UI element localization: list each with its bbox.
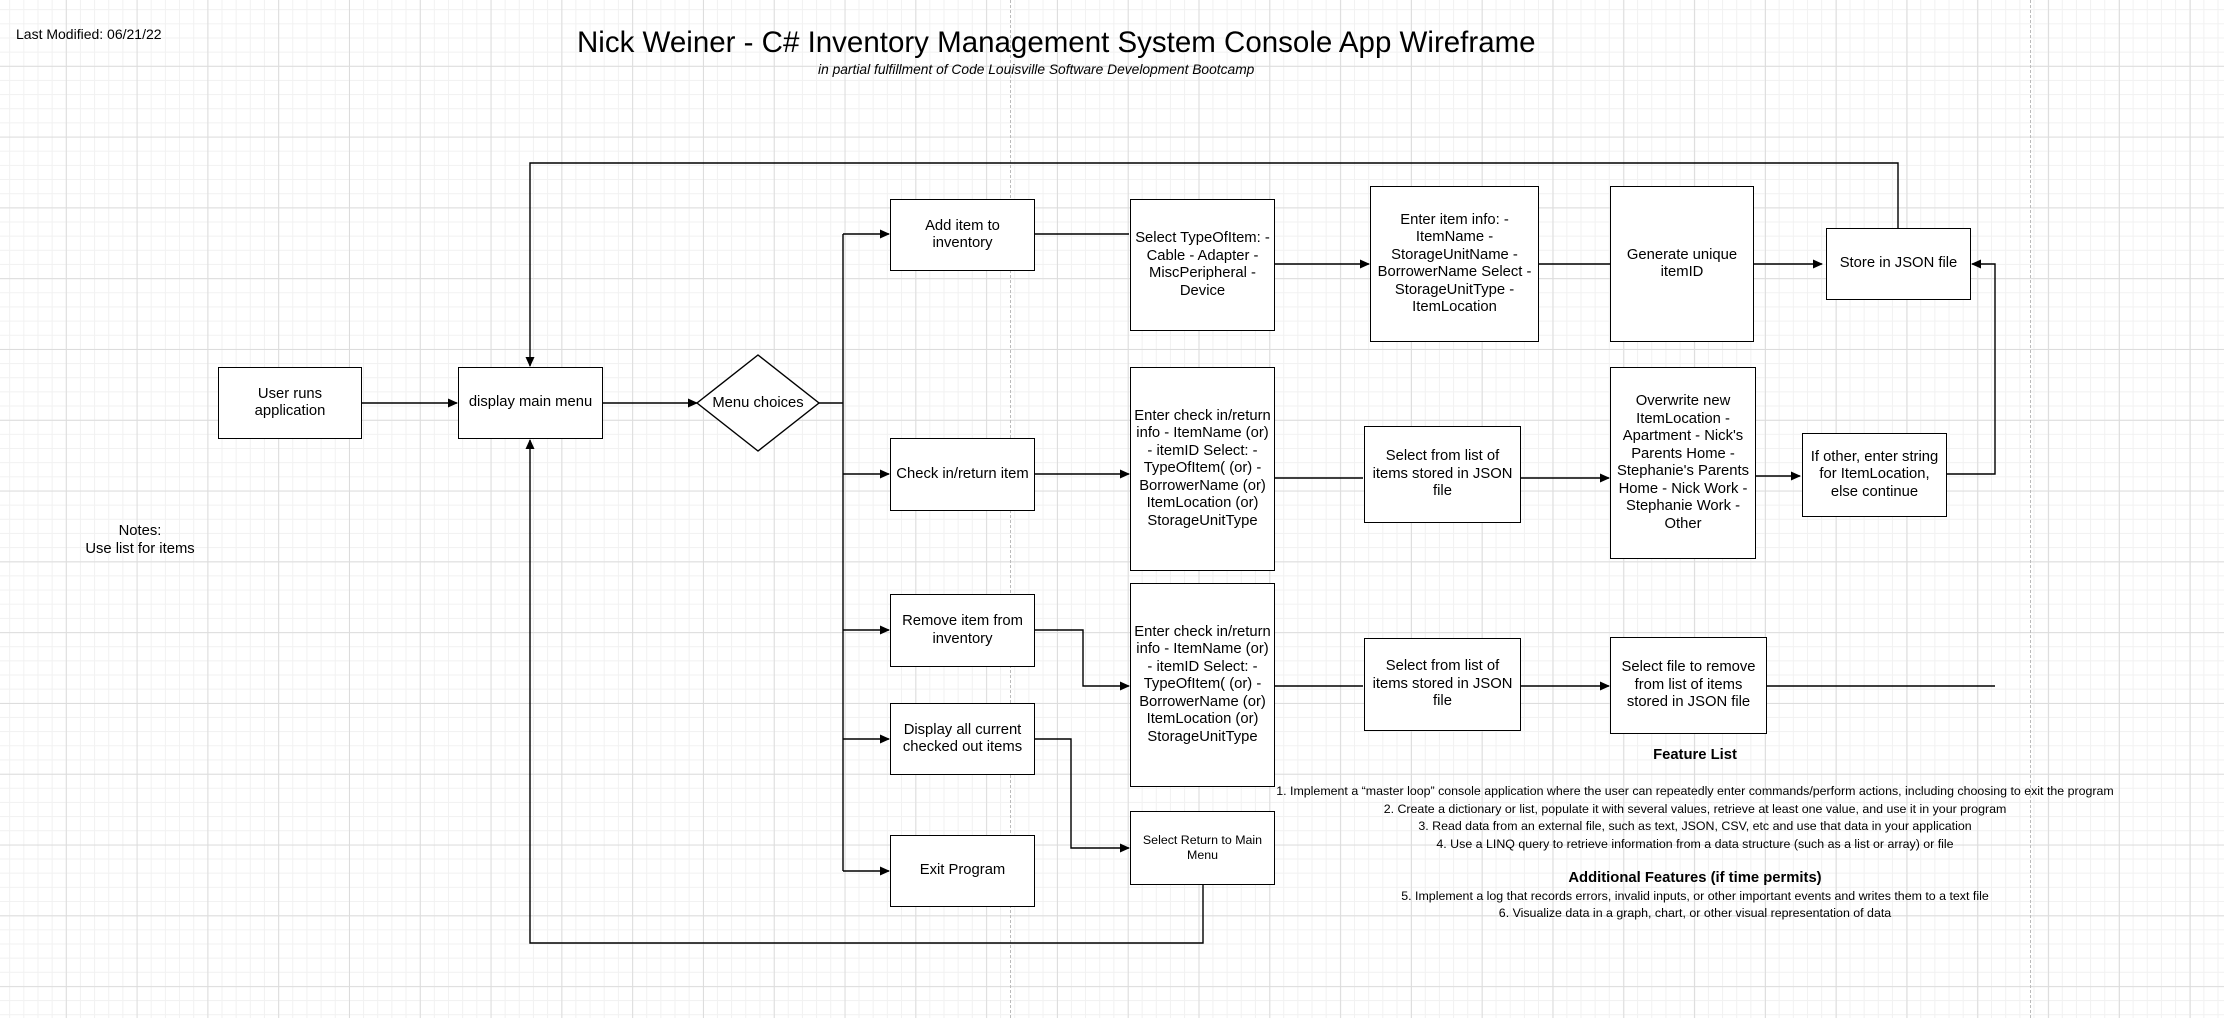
edge-remove-to-info2 [1035, 629, 1130, 691]
edge-display-to-return [1035, 738, 1130, 853]
edge-other-to-store [1947, 259, 1996, 475]
check-in-return-label: Check in/return item [896, 465, 1029, 482]
add-item-label: Add item to inventory [925, 217, 1000, 252]
edge-store-loop-top [525, 162, 1899, 367]
checkin-info-label-2: Enter check in/return info - ItemName (o… [1134, 623, 1271, 745]
feature-item-4: 4. Use a LINQ query to retrieve informat… [1436, 837, 1954, 851]
check-in-return-node: Check in/return item [890, 438, 1035, 511]
store-json-node: Store in JSON file [1826, 228, 1971, 300]
overwrite-location-label: Overwrite new ItemLocation - Apartment -… [1617, 393, 1749, 532]
menu-choices-diamond [695, 354, 821, 452]
page-break-line-2 [2030, 0, 2031, 1018]
display-checked-out-label: Display all current checked out items [902, 721, 1023, 756]
checkin-info-label-1: Enter check in/return info - ItemName (o… [1134, 407, 1271, 529]
page-subtitle: in partial fulfillment of Code Louisvill… [818, 62, 1255, 77]
display-main-menu-label: display main menu [468, 394, 593, 411]
select-return-node: Select Return to Main Menu [1130, 811, 1275, 885]
feature-list-heading: Feature List [1653, 747, 1737, 763]
display-checked-out-node: Display all current checked out items [890, 703, 1035, 775]
checkin-info-node-2: Enter check in/return info - ItemName (o… [1130, 583, 1275, 787]
last-modified: Last Modified: 06/21/22 [16, 26, 162, 42]
feature-item-2: 2. Create a dictionary or list, populate… [1383, 802, 2007, 816]
edge-return-loop-bottom [525, 439, 1204, 944]
select-list-node-2: Select from list of items stored in JSON… [1364, 638, 1521, 731]
user-runs-application-node: User runs application [218, 367, 362, 439]
generate-id-node: Generate unique itemID [1610, 186, 1754, 342]
menu-choices-label: Menu choices [712, 395, 804, 411]
select-list-label-2: Select from list of items stored in JSON… [1372, 658, 1513, 710]
if-other-node: If other, enter string for ItemLocation,… [1802, 433, 1947, 517]
if-other-label: If other, enter string for ItemLocation,… [1810, 448, 1939, 500]
enter-item-info-node: Enter item info: - ItemName - StorageUni… [1370, 186, 1539, 342]
additional-features-heading: Additional Features (if time permits) [1568, 870, 1822, 886]
select-type-label: Select TypeOfItem: - Cable - Adapter - M… [1135, 230, 1270, 299]
exit-program-node: Exit Program [890, 835, 1035, 907]
select-remove-node: Select file to remove from list of items… [1610, 637, 1767, 734]
enter-item-info-label: Enter item info: - ItemName - StorageUni… [1377, 211, 1532, 316]
remove-item-label: Remove item from inventory [902, 613, 1023, 647]
select-type-node: Select TypeOfItem: - Cable - Adapter - M… [1130, 199, 1275, 331]
select-list-label-1: Select from list of items stored in JSON… [1372, 448, 1513, 500]
overwrite-location-node: Overwrite new ItemLocation - Apartment -… [1610, 367, 1756, 559]
store-json-label: Store in JSON file [1839, 255, 1958, 272]
display-main-menu-node: display main menu [458, 367, 603, 439]
select-remove-label: Select file to remove from list of items… [1621, 659, 1756, 711]
remove-item-node: Remove item from inventory [890, 594, 1035, 667]
add-item-node: Add item to inventory [890, 199, 1035, 271]
select-list-node-1: Select from list of items stored in JSON… [1364, 426, 1521, 523]
select-return-label: Select Return to Main Menu [1142, 833, 1263, 862]
user-runs-application-label: User runs application [254, 385, 326, 420]
additional-item-5: 5. Implement a log that records errors, … [1401, 889, 1989, 903]
checkin-info-node-1: Enter check in/return info - ItemName (o… [1130, 367, 1275, 571]
feature-item-3: 3. Read data from an external file, such… [1418, 819, 1972, 833]
feature-item-1: 1. Implement a “master loop” console app… [1276, 784, 2114, 798]
exit-program-label: Exit Program [919, 862, 1006, 879]
additional-item-6: 6. Visualize data in a graph, chart, or … [1498, 906, 1892, 920]
notes: Notes: Use list for items [85, 523, 195, 557]
page-title: Nick Weiner - C# Inventory Management Sy… [577, 26, 1536, 59]
generate-id-label: Generate unique itemID [1626, 246, 1738, 281]
